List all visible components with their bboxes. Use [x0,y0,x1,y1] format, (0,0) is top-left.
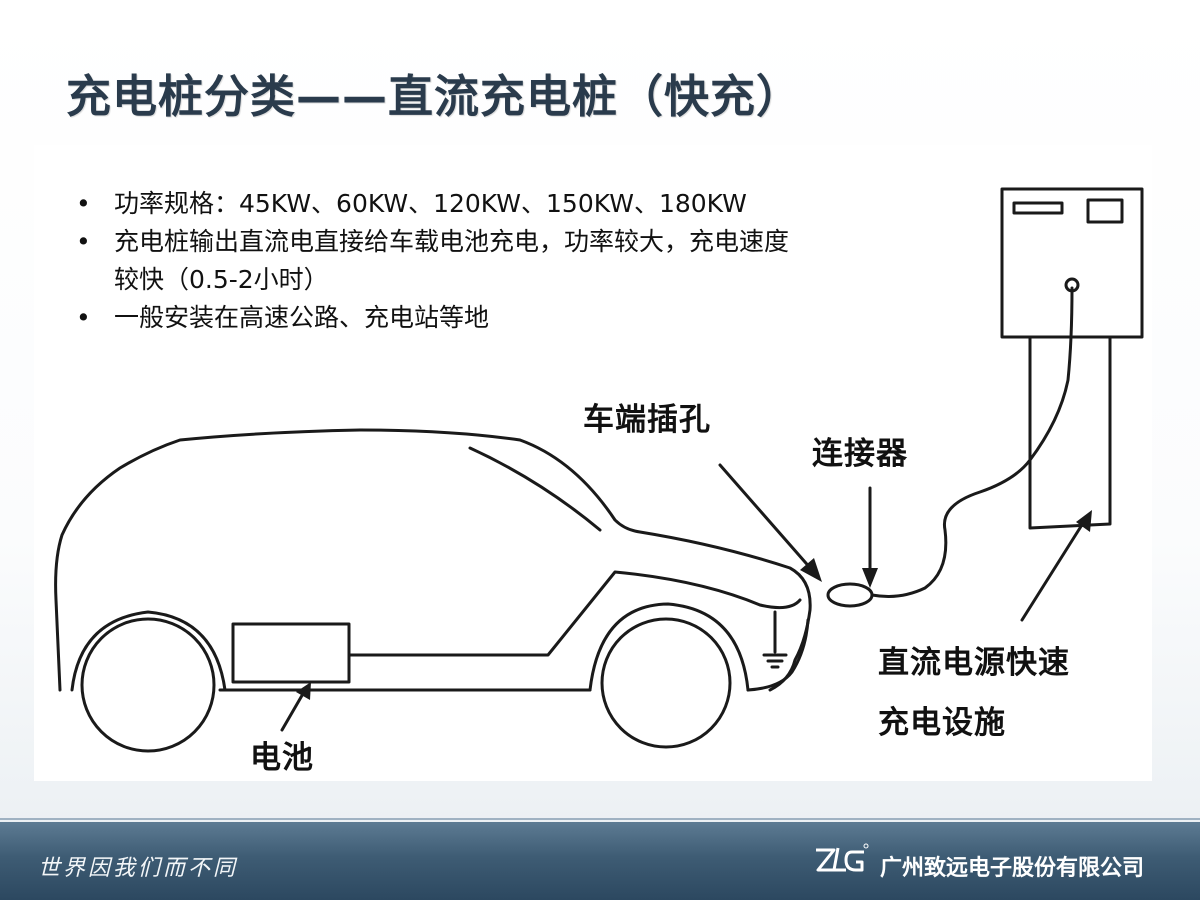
arrow-battery [280,690,306,732]
front-wheel-arch [588,602,750,692]
arrowhead-facility [1076,510,1092,532]
charger-pedestal [1028,335,1112,530]
label-facility-line1: 直流电源快速 [878,645,1070,681]
car-body-outline [54,428,812,692]
label-connector: 连接器 [812,436,908,472]
charger-display-left [1012,201,1064,215]
car-door-line [348,570,802,657]
footer-slogan: 世界因我们而不同 [38,856,239,881]
arrow-facility [1020,518,1087,622]
car-window-line [468,446,602,532]
battery-box [231,622,351,684]
arrowhead-connector [862,568,878,588]
connector-ellipse [826,582,874,608]
label-inlet: 车端插孔 [583,402,711,438]
bullet-text: 一般安装在高速公路、充电站等地 [114,303,490,332]
bullet-item: • 功率规格：45KW、60KW、120KW、150KW、180KW [74,185,794,223]
bullet-item: • 一般安装在高速公路、充电站等地 [74,299,794,337]
rear-wheel [80,617,216,753]
rear-wheel-arch [70,610,227,692]
arrowhead-inlet [800,558,822,582]
charging-cable [870,286,1074,598]
bullet-text: 功率规格：45KW、60KW、120KW、150KW、180KW [114,189,747,218]
footer-bar [0,822,1200,900]
bullet-text: 充电桩输出直流电直接给车载电池充电，功率较大，充电速度较快（0.5-2小时） [114,227,790,294]
slide-title: 充电桩分类——直流充电桩（快充） [66,70,803,123]
front-bumper [746,618,810,692]
charger-display-right [1086,198,1124,224]
label-battery: 电池 [250,740,314,776]
label-facility-line2: 充电设施 [878,705,1006,741]
bullet-marker: • [76,303,91,332]
bullet-item: • 充电桩输出直流电直接给车载电池充电，功率较大，充电速度较快（0.5-2小时） [74,223,794,299]
arrowhead-battery [296,682,311,700]
footer-divider [0,818,1200,820]
arrow-inlet [718,463,814,572]
bullet-marker: • [76,189,91,218]
front-wheel [600,617,732,749]
company-name: 广州致远电子股份有限公司 [880,856,1145,881]
zlg-logo-icon [816,843,869,872]
bullet-list: • 功率规格：45KW、60KW、120KW、150KW、180KW • 充电桩输出… [74,185,794,337]
bullet-marker: • [76,227,91,256]
charger-socket [1064,277,1080,293]
charger-cabinet [1000,187,1144,339]
